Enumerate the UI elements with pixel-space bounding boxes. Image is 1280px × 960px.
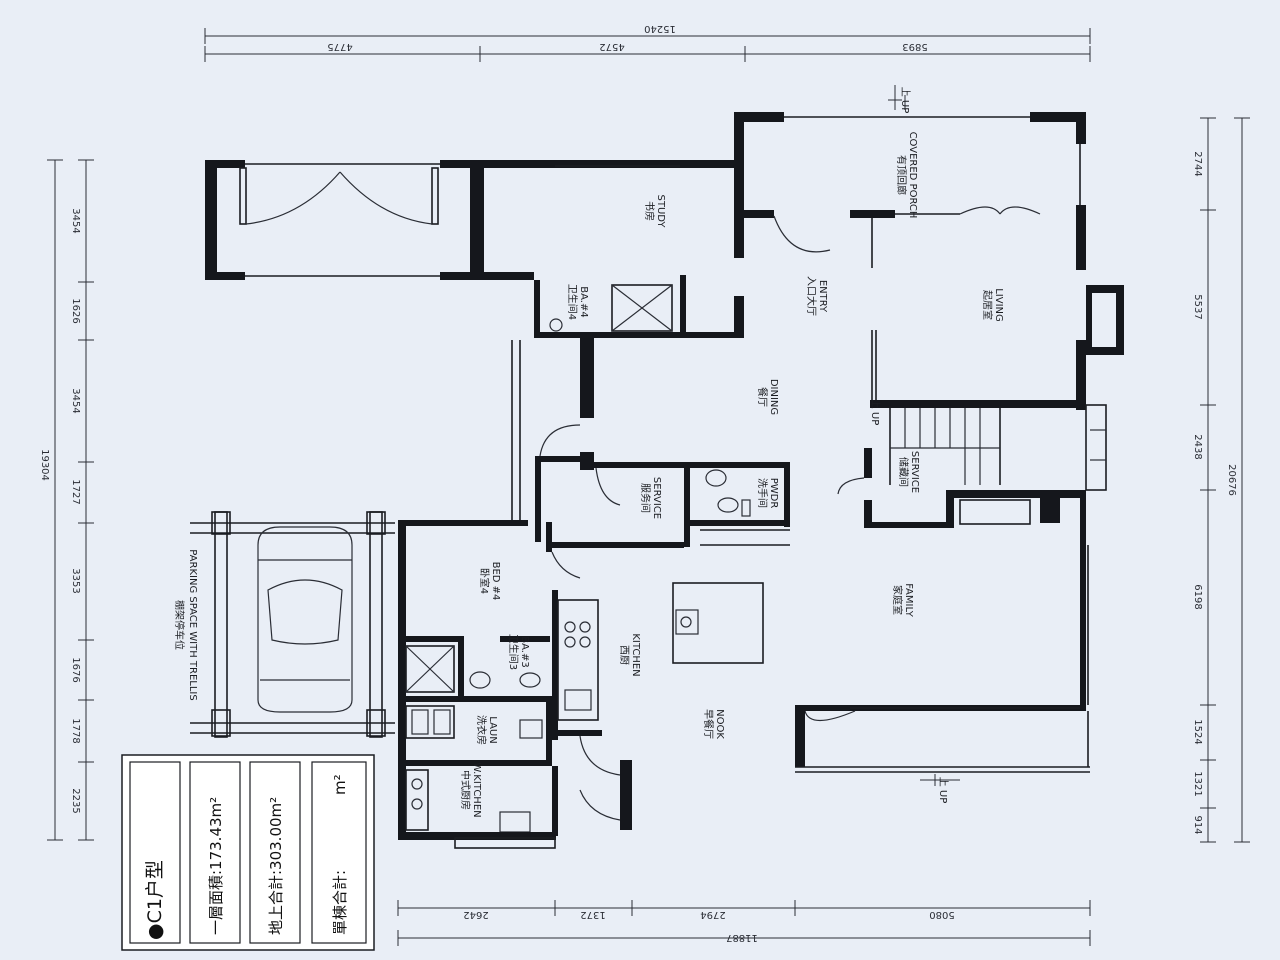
service-label-en: SERVICE xyxy=(651,477,662,519)
bath4-label-zh: 卫生间4 xyxy=(566,284,579,320)
legend-building-total-unit: m² xyxy=(331,774,349,795)
up-arrow-icon xyxy=(920,774,960,786)
parking-label-en: PARKING SPACE WITH TRELLIS xyxy=(187,549,198,700)
dining-label-en: DINING xyxy=(768,379,779,415)
kitchen-label-zh: 西厨 xyxy=(618,645,630,665)
dim-right-seg-2: 5537 xyxy=(1192,294,1203,319)
bedroom-walls xyxy=(398,520,581,849)
family-label-en: FAMILY xyxy=(903,583,914,617)
dim-left-total: 19304 xyxy=(39,449,50,481)
study-label-en: STUDY xyxy=(655,194,666,228)
dim-bottom-seg-1: 2642 xyxy=(463,909,488,920)
dining-walls xyxy=(511,338,594,520)
area-legend: ●C1户型 一層面積:173.43m² 地上合計:303.00m² 單棟合計: … xyxy=(121,754,375,951)
nook-label-zh: 早餐厅 xyxy=(702,709,715,739)
dim-top-seg-3: 5893 xyxy=(902,41,927,52)
service-stair-label-zh: 储藏间 xyxy=(897,457,910,487)
dim-right-seg-1: 2744 xyxy=(1192,151,1203,176)
bath3-label-en: BA.#3 xyxy=(519,636,530,667)
service-walls xyxy=(535,456,790,548)
top-dimensions: 15240 4775 4572 5893 xyxy=(204,23,1091,62)
bath4-label-en: BA.#4 xyxy=(578,286,589,317)
dim-left-seg-1: 3454 xyxy=(70,208,81,233)
dim-left-seg-4: 1727 xyxy=(70,479,81,504)
dim-left-seg-6: 1676 xyxy=(70,657,81,682)
living-label-en: LIVING xyxy=(993,288,1004,322)
stair-walls xyxy=(837,400,1107,528)
legend-above-ground-total: 地上合計:303.00m² xyxy=(267,797,285,935)
legend-building-total-label: 單棟合計: xyxy=(331,870,349,935)
kitchen-label-en: KITCHEN xyxy=(630,633,641,676)
covered-porch-label-zh: 有顶回廊 xyxy=(895,155,908,195)
dim-left-seg-7: 1778 xyxy=(70,718,81,743)
bed4-label-zh: 卧室4 xyxy=(478,568,491,594)
powder-label-zh: 洗手间 xyxy=(756,478,769,508)
bed4-label-en: BED #4 xyxy=(490,562,501,601)
up-markers: 上 UP 上 UP 上 UP xyxy=(869,85,960,803)
bottom-dimensions: 2642 1372 2794 5080 11887 xyxy=(397,900,1091,946)
dim-top-seg-1: 4775 xyxy=(327,41,352,52)
service-label-zh: 服务间 xyxy=(639,483,652,513)
dim-right-total: 20676 xyxy=(1226,464,1237,496)
dim-bottom-total: 11887 xyxy=(726,932,758,943)
wok-kitchen-label-zh: 中式厨房 xyxy=(459,770,472,810)
powder-label-en: PWDR xyxy=(768,478,779,509)
dim-top-seg-2: 4572 xyxy=(599,41,624,52)
dim-right-seg-6: 1321 xyxy=(1192,771,1203,796)
nook-label-en: NOOK xyxy=(714,709,725,739)
dim-bottom-seg-4: 5080 xyxy=(929,909,954,920)
kitchen-walls xyxy=(552,582,764,830)
service-stair-label-en: SERVICE xyxy=(909,451,920,493)
trellis-parking: 棚架停车位 PARKING SPACE WITH TRELLIS xyxy=(173,511,395,738)
up-marker-stair: 上 UP xyxy=(869,399,881,426)
study-walls xyxy=(484,118,744,338)
dim-left-seg-2: 1626 xyxy=(70,298,81,323)
entry-label-zh: 入口大厅 xyxy=(805,276,818,316)
dim-right-seg-3: 2438 xyxy=(1192,434,1203,459)
family-walls xyxy=(795,490,1090,773)
up-marker-porch: 上 UP xyxy=(899,87,911,114)
parking-label-zh: 棚架停车位 xyxy=(173,600,186,650)
study-label-zh: 书房 xyxy=(643,201,656,221)
family-label-zh: 家庭室 xyxy=(891,585,904,615)
dining-label-zh: 餐厅 xyxy=(756,387,769,407)
up-arrow-icon xyxy=(888,85,902,110)
legend-title: ●C1户型 xyxy=(144,860,166,940)
pavilion xyxy=(205,160,484,280)
bath3-label-zh: 卫生间3 xyxy=(507,634,520,670)
dim-top-total: 15240 xyxy=(644,23,676,34)
dim-right-seg-5: 1524 xyxy=(1192,719,1203,744)
laundry-label-en: LAUN xyxy=(487,716,498,743)
laundry-label-zh: 洗衣房 xyxy=(475,715,488,745)
covered-porch-label-en: COVERED PORCH xyxy=(907,132,918,219)
up-marker-terrace: 上 UP xyxy=(937,777,949,804)
entry-label-en: ENTRY xyxy=(817,280,828,313)
legend-first-floor-area: 一層面積:173.43m² xyxy=(207,797,225,935)
left-dimensions: 19304 3454 1626 3454 1727 3353 1676 1778… xyxy=(39,159,94,841)
dim-right-seg-7: 914 xyxy=(1192,815,1203,834)
dim-left-seg-3: 3454 xyxy=(70,388,81,413)
stair-treads xyxy=(890,408,1000,485)
right-dimensions: 2744 5537 2438 6198 1524 1321 914 20676 xyxy=(1192,117,1250,843)
dim-bottom-seg-2: 1372 xyxy=(580,909,605,920)
dim-left-seg-5: 3353 xyxy=(70,568,81,593)
dim-right-seg-4: 6198 xyxy=(1192,584,1203,609)
dim-left-seg-8: 2235 xyxy=(70,788,81,813)
wok-kitchen-label-en: W.KITCHEN xyxy=(471,762,482,817)
car-icon xyxy=(257,526,353,713)
dim-bottom-seg-3: 2794 xyxy=(700,909,725,920)
living-label-zh: 起居室 xyxy=(981,290,994,320)
room-labels: 书房 STUDY 有顶回廊 COVERED PORCH 入口大厅 ENTRY 起… xyxy=(459,132,1004,818)
porch-living-walls xyxy=(734,95,1124,410)
